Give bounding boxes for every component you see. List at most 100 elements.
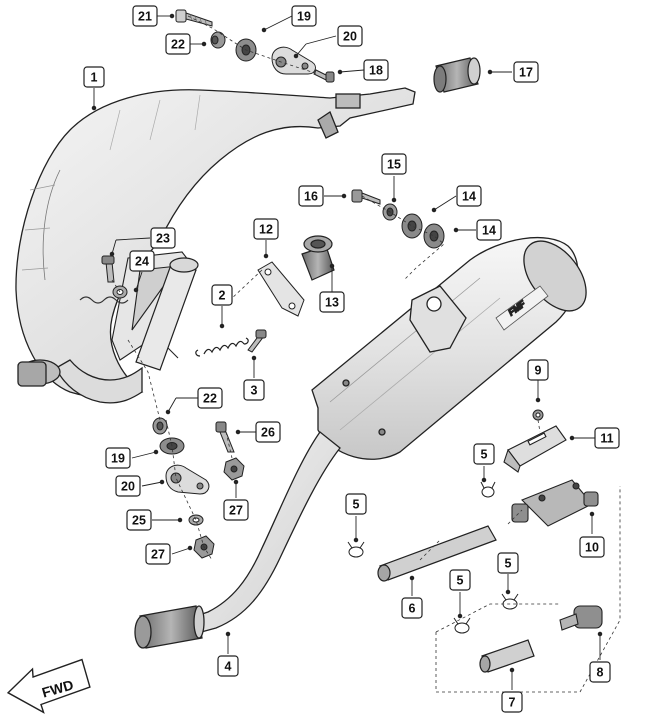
callout-box — [291, 5, 317, 27]
washer-25 — [188, 514, 204, 526]
bolt-23 — [101, 255, 115, 283]
callout-number: 7 — [509, 696, 516, 710]
callout-number: 24 — [135, 255, 149, 269]
grommet-22-top — [210, 31, 226, 49]
callout-6: 6 — [401, 597, 423, 619]
callout-21: 21 — [132, 5, 158, 27]
callout-number: 11 — [600, 432, 613, 446]
callout-number: 21 — [138, 10, 152, 24]
callout-20a: 20 — [337, 25, 363, 47]
callout-box — [381, 153, 407, 175]
callout-1: 1 — [83, 66, 105, 88]
callout-box — [217, 655, 239, 677]
callout-number: 14 — [482, 224, 496, 238]
callout-box — [105, 447, 131, 469]
callout-number: 26 — [261, 426, 275, 440]
callout-8: 8 — [589, 661, 611, 683]
callout-number: 17 — [519, 66, 533, 80]
callout-number: 8 — [597, 666, 604, 680]
callout-box — [476, 219, 502, 241]
callout-number: 12 — [259, 223, 273, 237]
nut-27-top — [223, 457, 245, 481]
callout-26: 26 — [255, 421, 281, 443]
callout-3: 3 — [243, 379, 265, 401]
callout-7: 7 — [501, 691, 523, 713]
assembly-dash-lines — [111, 15, 621, 693]
callout-number: 19 — [297, 10, 311, 24]
callout-number: 10 — [585, 541, 599, 555]
tail-pipe — [134, 431, 341, 649]
callout-17: 17 — [513, 61, 539, 83]
callout-box — [456, 185, 482, 207]
chamber-spring — [79, 296, 129, 304]
callout-box — [589, 661, 611, 683]
callout-14a: 14 — [456, 185, 482, 207]
callout-number: 27 — [151, 548, 165, 562]
spring-2 — [195, 337, 249, 357]
forward-direction-arrow: FWD — [6, 658, 91, 714]
callout-box — [449, 569, 471, 591]
callout-box — [150, 227, 176, 249]
grommet-14a — [401, 213, 423, 239]
callout-box — [115, 475, 141, 497]
callout-number: 22 — [203, 392, 217, 406]
bolt-3 — [247, 329, 267, 353]
callout-number: 5 — [481, 448, 488, 462]
bracket-11 — [503, 425, 567, 473]
callout-box — [473, 443, 495, 465]
callout-number: 2 — [219, 289, 226, 303]
callout-24: 24 — [129, 250, 155, 272]
bracket-20-top — [271, 46, 316, 75]
callout-12: 12 — [253, 218, 279, 240]
callout-box — [211, 284, 233, 306]
bolt-26 — [215, 421, 235, 453]
callout-box — [298, 185, 324, 207]
callout-11: 11 — [594, 427, 620, 449]
callout-number: 20 — [121, 480, 135, 494]
callout-27b: 27 — [145, 543, 171, 565]
hose-7 — [479, 639, 535, 673]
callout-number: 20 — [343, 30, 357, 44]
grommet-22-bottom — [152, 417, 168, 435]
callout-box — [243, 379, 265, 401]
callout-19b: 19 — [105, 447, 131, 469]
callout-4: 4 — [217, 655, 239, 677]
callout-number: 4 — [225, 660, 232, 674]
callout-number: 15 — [387, 158, 401, 172]
bolt-21 — [175, 9, 213, 27]
callout-5a: 5 — [473, 443, 495, 465]
gasket-12 — [257, 261, 305, 317]
callout-2: 2 — [211, 284, 233, 306]
nut-9 — [532, 409, 544, 421]
callout-14b: 14 — [476, 219, 502, 241]
coupler-13 — [301, 235, 335, 281]
callout-number: 14 — [462, 190, 476, 204]
callout-box — [83, 66, 105, 88]
callout-15: 15 — [381, 153, 407, 175]
callout-number: 5 — [353, 498, 360, 512]
callout-box — [126, 509, 152, 531]
callout-box — [513, 61, 539, 83]
callout-18: 18 — [363, 59, 389, 81]
callout-number: 23 — [156, 232, 170, 246]
callout-box — [132, 5, 158, 27]
callout-16: 16 — [298, 185, 324, 207]
callout-box — [255, 421, 281, 443]
callout-box — [497, 552, 519, 574]
callout-box — [165, 33, 191, 55]
callout-box — [345, 493, 367, 515]
callout-number: 9 — [535, 364, 542, 378]
callout-23: 23 — [150, 227, 176, 249]
callout-number: 5 — [505, 557, 512, 571]
bolt-16 — [351, 189, 381, 205]
grommet-14b — [423, 223, 445, 249]
stinger-pipe — [135, 257, 199, 371]
silencer: FMF — [311, 236, 587, 460]
callout-19a: 19 — [291, 5, 317, 27]
callout-box — [501, 691, 523, 713]
callout-22a: 22 — [165, 33, 191, 55]
callout-number: 5 — [457, 574, 464, 588]
callout-20b: 20 — [115, 475, 141, 497]
